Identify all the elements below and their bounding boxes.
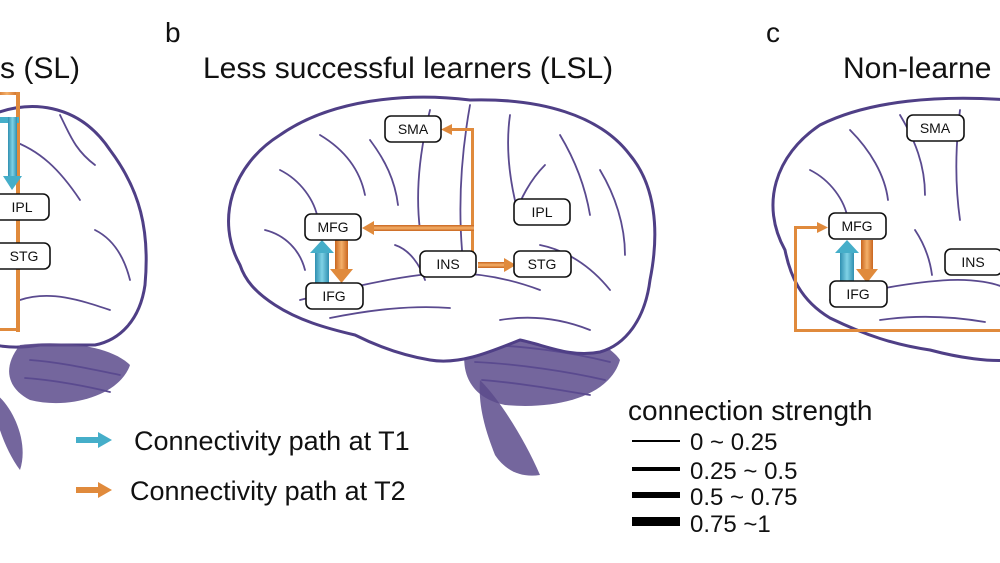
panel-c-paths	[794, 222, 1000, 332]
path-c-mfg-ifg-head	[856, 269, 878, 283]
path-b-ins-mfg	[372, 225, 474, 231]
node-c-ins-box	[944, 248, 1000, 276]
path-b-ins-sma-vertical	[471, 130, 474, 263]
node-b-ipl-box	[513, 198, 571, 226]
legend-t2-arrowhead	[98, 482, 112, 498]
node-a-stg-box	[0, 242, 51, 270]
node-b-stg-box	[513, 250, 572, 278]
strength-line-2	[632, 467, 680, 471]
path-c-mfg-ifg	[861, 240, 873, 270]
panel-a: rs (SL) IPL STG	[0, 52, 148, 470]
legend-t1-arrowhead	[98, 432, 112, 448]
strength-line-3	[632, 492, 680, 498]
node-b-ipl: IPL	[531, 204, 552, 220]
node-b-ins-box	[419, 250, 477, 278]
node-b-ifg: IFG	[322, 288, 345, 304]
path-c-ifg-mfg	[840, 252, 854, 282]
node-b-mfg: MFG	[317, 219, 348, 235]
panel-b-letter: b	[165, 17, 181, 48]
path-a-t2-top	[0, 92, 19, 95]
node-c-sma: SMA	[920, 120, 951, 136]
path-b-ins-mfg-head	[362, 221, 374, 235]
path-b-ins-sma-horizontal	[450, 128, 474, 131]
strength-level-3: 0.5 ~ 0.75	[690, 484, 797, 511]
path-b-ifg-mfg	[315, 252, 329, 284]
node-b-sma-box	[384, 115, 442, 143]
panel-a-title: rs (SL)	[0, 52, 80, 85]
path-b-mfg-ifg	[335, 240, 348, 270]
panel-b-paths	[310, 124, 516, 284]
legend-strength: connection strength 0 ~ 0.25 0.25 ~ 0.5 …	[628, 395, 872, 538]
panel-c-title: Non-learne	[843, 52, 991, 85]
node-c-sma-box	[906, 114, 965, 142]
node-c-ins: INS	[961, 254, 984, 270]
panel-b-title: Less successful learners (LSL)	[203, 52, 613, 85]
path-c-ifg-mfg-head	[835, 240, 859, 253]
node-a-stg: STG	[10, 248, 39, 264]
node-c-ifg: IFG	[846, 286, 869, 302]
node-b-ifg-box	[305, 282, 364, 310]
legend-paths: Connectivity path at T1 Connectivity pat…	[76, 426, 410, 506]
strength-level-4: 0.75 ~1	[690, 511, 771, 538]
strength-level-2: 0.25 ~ 0.5	[690, 458, 797, 485]
panel-b: b Less successful learners (LSL)	[165, 17, 657, 476]
strength-line-1	[632, 440, 680, 442]
brain-a	[0, 105, 148, 349]
node-a-ipl-box	[0, 193, 50, 221]
path-c-loop-bottom	[794, 329, 1000, 332]
node-b-ins: INS	[436, 256, 459, 272]
path-c-loop-top	[794, 226, 818, 229]
node-c-mfg-box	[828, 212, 887, 240]
path-a-t2-bottom	[0, 328, 20, 331]
panel-c: c Non-learne SMA MFG	[766, 17, 1000, 362]
legend-t2-swatch	[76, 487, 100, 493]
path-b-ins-stg-head	[504, 258, 516, 272]
strength-level-1: 0 ~ 0.25	[690, 429, 777, 456]
path-b-ins-sma-head	[441, 124, 452, 135]
path-c-loop-left	[794, 226, 797, 332]
legend-t2-label: Connectivity path at T2	[130, 476, 406, 506]
path-a-t1-head	[3, 176, 22, 190]
legend-t1-label: Connectivity path at T1	[134, 426, 410, 456]
path-b-ifg-mfg-head	[310, 240, 334, 253]
node-b-sma: SMA	[398, 121, 429, 137]
strength-line-4	[632, 517, 680, 526]
path-c-loop-head	[817, 222, 828, 233]
node-c-ifg-box	[829, 280, 888, 308]
panel-c-letter: c	[766, 17, 780, 48]
path-b-ins-stg	[478, 262, 506, 268]
node-b-mfg-box	[304, 213, 362, 241]
node-b-stg: STG	[528, 256, 557, 272]
strength-title: connection strength	[628, 395, 872, 426]
brain-b-brainstem	[479, 380, 540, 476]
path-a-t1-vertical	[8, 117, 17, 177]
node-a-ipl: IPL	[11, 199, 32, 215]
path-b-mfg-ifg-head	[330, 269, 353, 283]
legend-t1-swatch	[76, 437, 100, 443]
node-c-mfg: MFG	[841, 218, 872, 234]
